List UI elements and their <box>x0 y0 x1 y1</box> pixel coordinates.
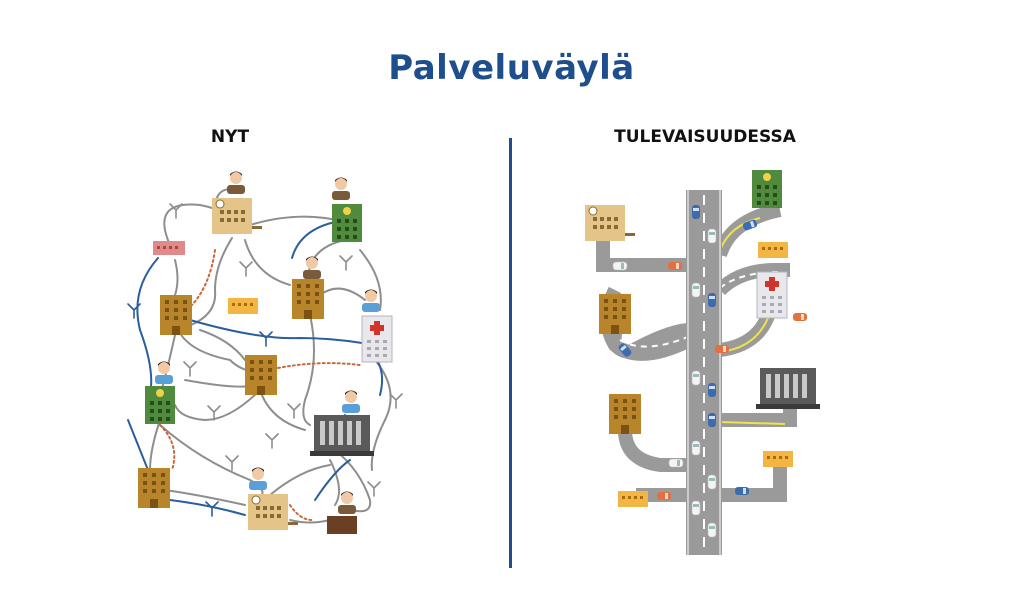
building-icon <box>160 295 192 335</box>
tax-office-icon <box>310 415 374 456</box>
building-icon <box>292 279 324 319</box>
building-icon <box>618 491 648 507</box>
person-icon <box>227 171 245 194</box>
now-service-points <box>138 171 393 534</box>
tax-office-icon <box>756 368 820 409</box>
car-icon <box>691 440 701 456</box>
person-icon <box>332 177 350 200</box>
building-icon <box>138 468 170 508</box>
heading-now: NYT <box>210 127 250 147</box>
office-icon <box>584 204 636 242</box>
car-icon <box>707 228 717 244</box>
car-icon <box>668 458 684 468</box>
office-icon <box>211 197 263 235</box>
column-divider <box>509 138 512 568</box>
person-icon <box>249 467 267 490</box>
building-icon <box>609 394 641 434</box>
car-icon <box>707 522 717 538</box>
car-icon <box>691 500 701 516</box>
bank-icon <box>145 386 175 424</box>
car-icon <box>793 313 807 321</box>
page-title: Palveluväylä <box>388 48 635 88</box>
car-icon <box>708 293 716 307</box>
car-icon <box>708 383 716 397</box>
building-icon <box>327 516 357 534</box>
car-icon <box>657 492 671 500</box>
building-icon <box>245 355 277 395</box>
person-icon <box>338 491 356 514</box>
car-icon <box>708 413 716 427</box>
car-icon <box>668 262 682 270</box>
person-icon <box>303 256 321 279</box>
car-icon <box>612 261 628 271</box>
car-icon <box>735 487 749 495</box>
hospital-icon <box>756 271 788 319</box>
car-icon <box>715 345 729 353</box>
car-icon <box>692 205 700 219</box>
person-icon <box>155 361 173 384</box>
person-icon <box>342 390 360 413</box>
building-icon <box>599 294 631 334</box>
building-icon <box>758 242 788 258</box>
hospital-icon <box>361 315 393 363</box>
car-icon <box>707 474 717 490</box>
building-icon <box>153 241 185 255</box>
bank-icon <box>752 170 782 208</box>
main-road <box>686 190 722 555</box>
car-icon <box>691 282 701 298</box>
building-icon <box>228 298 258 314</box>
heading-future: TULEVAISUUDESSA <box>614 127 796 147</box>
building-icon <box>763 451 793 467</box>
bank-icon <box>332 204 362 242</box>
car-icon <box>691 370 701 386</box>
office-icon <box>247 493 299 531</box>
